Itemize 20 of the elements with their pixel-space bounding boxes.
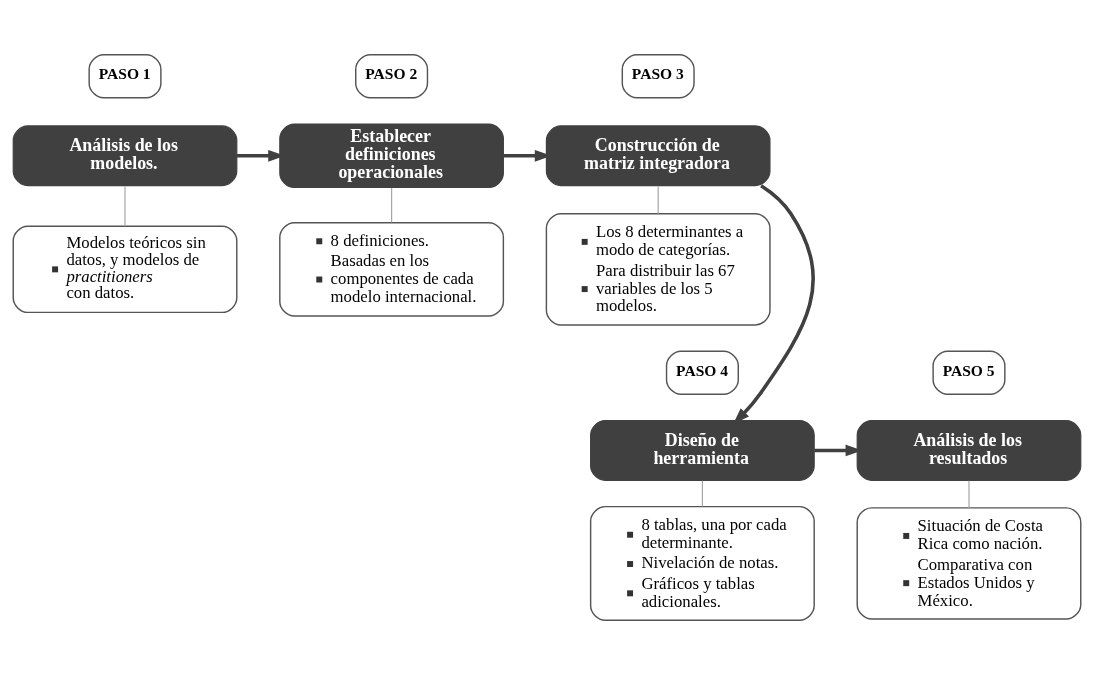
node-box: 8 tablas, una por cada determinante. Nivelación de notas. Gráficos y tablas adicionales. (589, 505, 815, 621)
node-box: PASO 1 (88, 54, 162, 99)
connector (968, 480, 970, 509)
node-box: PASO 4 (665, 350, 739, 395)
connector (657, 185, 659, 215)
node-box: PASO 3 (621, 54, 695, 99)
node-box: Diseño de herramienta (590, 419, 815, 481)
node-box: Análisis de los resultados (856, 419, 1082, 481)
node-box: Modelos teóricos sin datos, y modelos de practitioners con datos. (12, 225, 238, 314)
node-box: 8 definiciones. Basadas en los componentes de cada modelo internacional. (279, 222, 505, 317)
connector (391, 187, 393, 223)
node-box: Situación de Costa Rica como nación. Comparativa con Estados Unidos y México. (856, 507, 1082, 620)
node-box: Construcción de matriz integradora (545, 125, 771, 187)
node-box: PASO 2 (355, 54, 429, 99)
node-box: Establecer definiciones operacionales (279, 123, 504, 189)
connector (701, 480, 703, 507)
node-box: Análisis de los modelos. (12, 125, 238, 187)
connector (124, 185, 126, 227)
node-box: PASO 5 (932, 350, 1006, 395)
node-box: Los 8 determinantes a modo de categorías. Para distribuir las 67 variables de los 5 modelos. (545, 213, 771, 326)
